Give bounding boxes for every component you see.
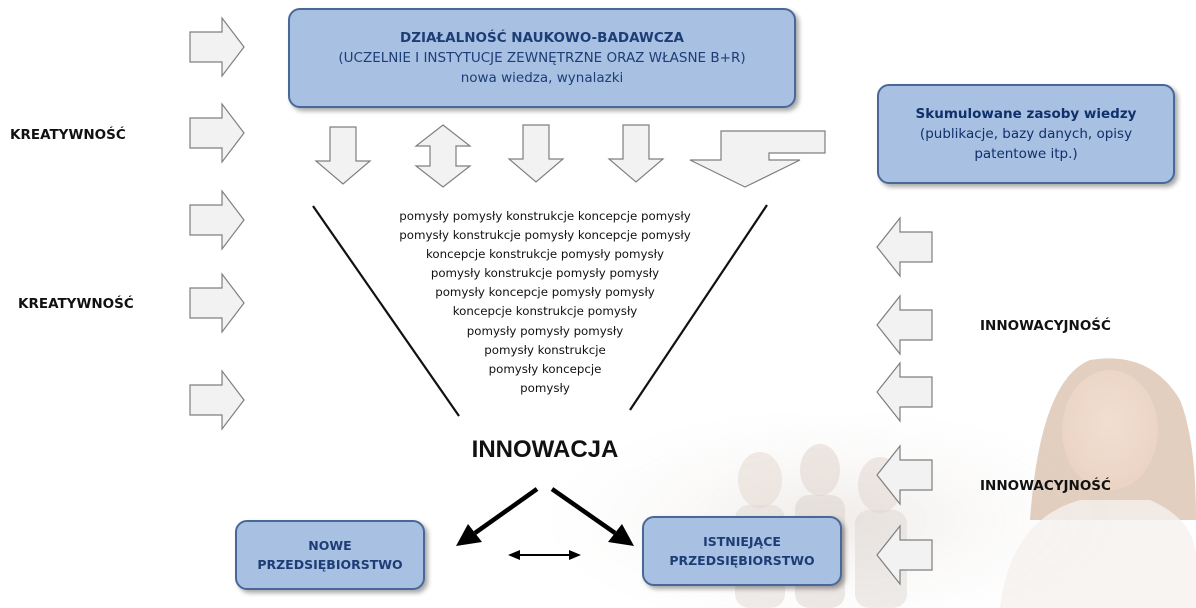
innovativeness-label-1: INNOWACYJNOŚĆ (980, 318, 1111, 334)
existing-company-line1: ISTNIEJĄCE (703, 534, 781, 549)
innovation-arrows (456, 487, 634, 560)
left-arrow-icon (876, 444, 933, 506)
research-activity-box: DZIAŁALNOŚĆ NAUKOWO-BADAWCZA (UCZELNIE I… (288, 8, 796, 108)
left-inflow-arrows (189, 16, 245, 431)
new-company-line2: PRZEDSIĘBIORSTWO (257, 557, 403, 572)
updown-arrow-icon (414, 124, 472, 188)
ideas-line: pomysły konstrukcje pomysły koncepcje po… (399, 228, 691, 243)
left-arrow-icon (876, 524, 933, 586)
right-inflow-arrows (876, 216, 933, 586)
right-arrow-icon (189, 272, 245, 334)
down-arrow-icon (607, 124, 665, 183)
downward-arrows (314, 124, 826, 188)
funnel-lines (312, 204, 768, 417)
research-box-title: DZIAŁALNOŚĆ NAUKOWO-BADAWCZA (400, 30, 684, 46)
arrowhead-icon (608, 524, 634, 546)
right-arrow-icon (189, 16, 245, 78)
bent-down-arrow-icon (689, 130, 826, 188)
research-box-note: nowa wiedza, wynalazki (460, 70, 624, 86)
innovation-title: INNOWACJA (471, 436, 619, 463)
knowledge-resources-box: Skumulowane zasoby wiedzy (publikacje, b… (877, 84, 1175, 184)
creativity-label-2: KREATYWNOŚĆ (18, 296, 134, 312)
ideas-line: pomysły (520, 380, 570, 395)
arrowhead-icon (569, 550, 581, 560)
right-arrow-icon (189, 369, 245, 431)
new-company-box: NOWE PRZEDSIĘBIORSTWO (235, 520, 425, 590)
left-arrow-icon (876, 294, 933, 356)
knowledge-box-line3: patentowe itp.) (974, 146, 1078, 162)
research-box-subtitle: (UCZELNIE I INSTYTUCJE ZEWNĘTRZNE ORAZ W… (338, 50, 746, 66)
ideas-line: koncepcje konstrukcje pomysły pomysły (426, 247, 664, 262)
arrowhead-icon (508, 550, 520, 560)
ideas-line: pomysły pomysły pomysły (466, 323, 624, 338)
right-arrow-icon (189, 102, 245, 164)
innovativeness-label-2: INNOWACYJNOŚĆ (980, 478, 1111, 494)
arrow-to-existing-company (550, 487, 617, 535)
knowledge-box-title: Skumulowane zasoby wiedzy (915, 106, 1137, 122)
existing-company-box: ISTNIEJĄCE PRZEDSIĘBIORSTWO (642, 516, 842, 586)
left-arrow-icon (876, 361, 933, 423)
ideas-line: pomysły koncepcje (488, 361, 602, 376)
right-arrow-icon (189, 189, 245, 251)
down-arrow-icon (507, 124, 565, 183)
ideas-line: pomysły konstrukcje pomysły pomysły (430, 266, 660, 281)
knowledge-box-line2: (publikacje, bazy danych, opisy (919, 126, 1133, 142)
left-arrow-icon (876, 216, 933, 278)
creativity-label-1: KREATYWNOŚĆ (10, 127, 126, 143)
ideas-line: pomysły konstrukcje (484, 342, 606, 357)
ideas-funnel-text: pomysły pomysły konstrukcje koncepcje po… (340, 207, 750, 398)
ideas-line: pomysły koncepcje pomysły pomysły (435, 285, 655, 300)
arrowhead-icon (456, 524, 482, 546)
arrow-to-new-company (473, 487, 539, 535)
new-company-line1: NOWE (308, 538, 352, 553)
existing-company-line2: PRZEDSIĘBIORSTWO (669, 553, 815, 568)
down-arrow-icon (314, 126, 372, 185)
ideas-line: koncepcje konstrukcje pomysły (452, 304, 638, 319)
ideas-line: pomysły pomysły konstrukcje koncepcje po… (399, 209, 691, 223)
